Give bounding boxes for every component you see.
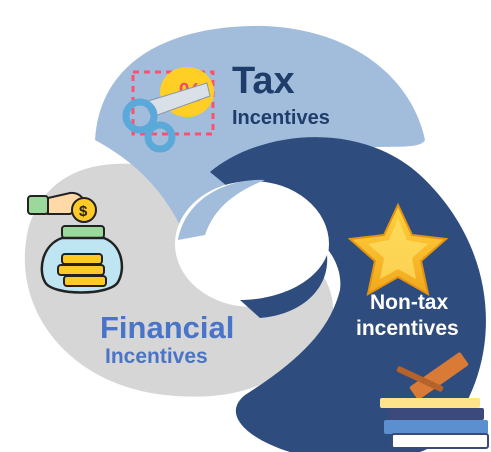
non-tax-inner-lip: [240, 255, 328, 318]
jar-lid-icon: [61, 225, 105, 239]
tax-inner-lip: [178, 179, 265, 240]
scissors-discount-icon: %: [122, 67, 215, 153]
coin-stack-icon: [57, 264, 105, 276]
financial-title: Financial: [100, 310, 235, 345]
non-tax-segment: [210, 137, 486, 452]
financial-subtitle: Incentives: [105, 345, 208, 368]
gavel-head-icon: [409, 352, 469, 400]
coin-stack-icon: [61, 253, 103, 265]
money-jar-icon: $: [27, 191, 124, 294]
book-icon: [384, 420, 488, 434]
scissor-handle-icon: [122, 98, 158, 134]
dollar-sign-icon: $: [79, 203, 88, 220]
book-icon: [388, 408, 484, 420]
tax-subtitle: Incentives: [232, 107, 330, 129]
tax-title: Tax: [232, 60, 295, 102]
gavel-icon: [380, 352, 489, 449]
gavel-handle-icon: [396, 366, 444, 392]
star-icon: [347, 202, 449, 296]
book-icon: [380, 398, 480, 408]
non-tax-subtitle: incentives: [356, 317, 459, 340]
financial-segment: [24, 163, 334, 397]
coin-icon: [71, 197, 97, 223]
coin-stack-icon: [63, 275, 107, 287]
non-tax-title: Non-tax: [370, 291, 449, 314]
book-icon: [391, 433, 489, 449]
scissor-blade-icon: [144, 82, 211, 118]
hand-icon: [27, 195, 49, 215]
scissor-handle-icon: [144, 121, 176, 153]
